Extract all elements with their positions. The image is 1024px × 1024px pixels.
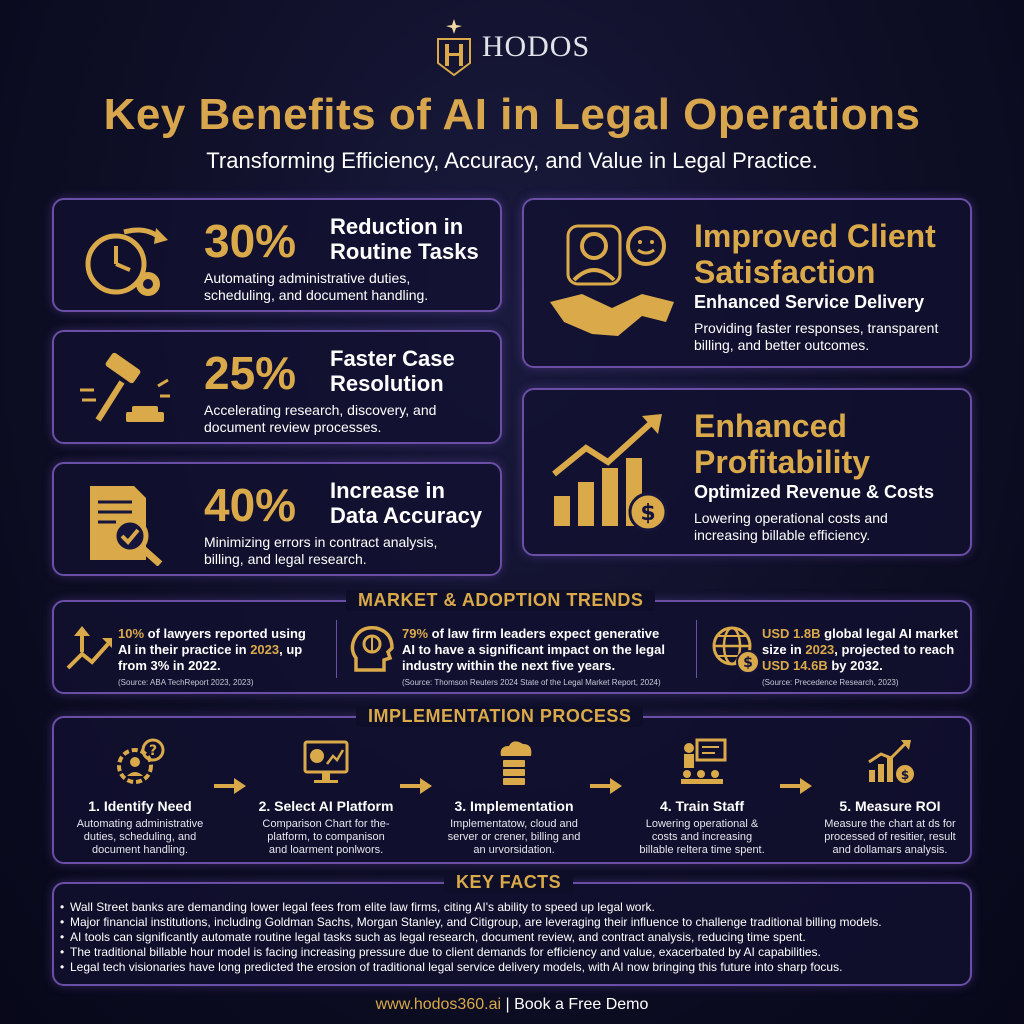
brand-name: HODOS (481, 30, 591, 63)
step-title: 2. Select AI Platform (258, 798, 394, 814)
highlight-description: Providing faster responses, transparent … (694, 320, 939, 353)
trend-source: (Source: ABA TechReport 2023, 2023) (118, 678, 254, 687)
key-fact-item: Legal tech visionaries have long predict… (60, 960, 980, 975)
highlight-title: Enhanced Profitability (694, 408, 871, 480)
stat-card-data-accuracy: 40% Increase in Data Accuracy Minimizing… (52, 462, 502, 576)
trend-item: 10% of lawyers reported using AI in thei… (54, 602, 354, 692)
footer-separator: | (505, 996, 510, 1013)
globe-dollar-icon: $ (712, 626, 760, 674)
hodos-logo-icon (436, 19, 471, 77)
highlight-subtitle: Enhanced Service Delivery (694, 292, 925, 312)
svg-text:$: $ (640, 501, 655, 526)
implementation-process-section: ? 1. Identify Need Automating administra… (52, 716, 972, 864)
step-description: Lowering operational &costs and increasi… (639, 818, 765, 856)
trend-text: 79% of law firm leaders expect generativ… (402, 626, 665, 673)
cloud-server-icon (500, 741, 532, 785)
presentation-audience-icon (681, 738, 727, 784)
stat-label: Reduction in Routine Tasks (330, 214, 479, 264)
trend-text: USD 1.8B global legal AI market size in … (762, 626, 959, 673)
key-fact-item: Wall Street banks are demanding lower le… (60, 900, 980, 915)
brand-header: HODOS (0, 14, 1024, 80)
highlight-card-client-satisfaction: Improved Client Satisfaction Enhanced Se… (522, 198, 972, 368)
key-facts-title: KEY FACTS (444, 872, 574, 893)
gavel-icon (80, 352, 170, 422)
document-magnifier-icon (90, 486, 163, 566)
trend-item: $ USD 1.8B global legal AI market size i… (704, 602, 974, 692)
handshake-icon (550, 224, 674, 336)
person-gear-question-icon: ? (117, 738, 165, 784)
page-subtitle: Transforming Efficiency, Accuracy, and V… (206, 148, 818, 173)
stat-description: Accelerating research, discovery, and do… (204, 402, 437, 435)
stat-description: Automating administrative duties, schedu… (204, 270, 429, 303)
stat-card-case-resolution: 25% Faster Case Resolution Accelerating … (52, 330, 502, 444)
arrow-right-icon (780, 778, 812, 794)
stat-description: Minimizing errors in contract analysis, … (204, 534, 438, 567)
step-title: 5. Measure ROI (839, 798, 941, 814)
svg-text:$: $ (743, 655, 753, 671)
growth-chart-icon: $ (552, 414, 668, 532)
market-trends-section: 10% of lawyers reported using AI in thei… (52, 600, 972, 694)
step-description: Comparison Chart for the-platform, to co… (262, 818, 390, 856)
clock-gear-icon (85, 227, 168, 296)
divider (336, 620, 337, 678)
stat-value: 30% (204, 215, 297, 267)
key-fact-item: Major financial institutions, including … (60, 915, 980, 930)
svg-text:?: ? (149, 743, 157, 759)
stat-label: Increase in Data Accuracy (330, 478, 483, 528)
stat-card-routine-tasks: 30% Reduction in Routine Tasks Automatin… (52, 198, 502, 312)
roi-chart-icon: $ (868, 740, 914, 783)
arrow-right-icon (590, 778, 622, 794)
stat-value: 40% (204, 479, 297, 531)
book-demo-link[interactable]: Book a Free Demo (514, 996, 649, 1013)
stat-value: 25% (204, 347, 297, 399)
arrow-right-icon (400, 778, 432, 794)
trend-text: 10% of lawyers reported using AI in thei… (118, 626, 306, 673)
trend-item: 79% of law firm leaders expect generativ… (344, 602, 684, 692)
trend-source: (Source: Thomson Reuters 2024 State of t… (402, 678, 661, 687)
highlight-description: Lowering operational costs and increasin… (694, 510, 888, 543)
website-link[interactable]: www.hodos360.ai (375, 996, 502, 1013)
key-facts-list: Wall Street banks are demanding lower le… (60, 900, 980, 975)
page-title: Key Benefits of AI in Legal Operations (103, 90, 921, 139)
implementation-process-title: IMPLEMENTATION PROCESS (356, 706, 644, 727)
arrow-right-icon (214, 778, 246, 794)
trend-source: (Source: Precedence Research, 2023) (762, 678, 899, 687)
footer: www.hodos360.ai | Book a Free Demo (0, 996, 1024, 1014)
step-title: 3. Implementation (454, 798, 574, 814)
step-title: 1. Identify Need (88, 798, 192, 814)
brand-logo: HODOS (0, 14, 1024, 80)
monitor-chart-icon (303, 740, 349, 783)
highlight-title: Improved Client Satisfaction (694, 218, 936, 290)
step-title: 4. Train Staff (659, 798, 745, 814)
svg-text:$: $ (901, 768, 909, 782)
stat-label: Faster Case Resolution (330, 346, 455, 396)
highlight-subtitle: Optimized Revenue & Costs (694, 482, 935, 502)
key-fact-item: AI tools can significantly automate rout… (60, 930, 980, 945)
key-fact-item: The traditional billable hour model is f… (60, 945, 980, 960)
market-trends-title: MARKET & ADOPTION TRENDS (346, 590, 656, 611)
divider (696, 620, 697, 678)
highlight-card-profitability: $ Enhanced Profitability Optimized Reven… (522, 388, 972, 556)
brain-head-icon (350, 626, 394, 672)
trend-up-arrows-icon (66, 626, 112, 670)
